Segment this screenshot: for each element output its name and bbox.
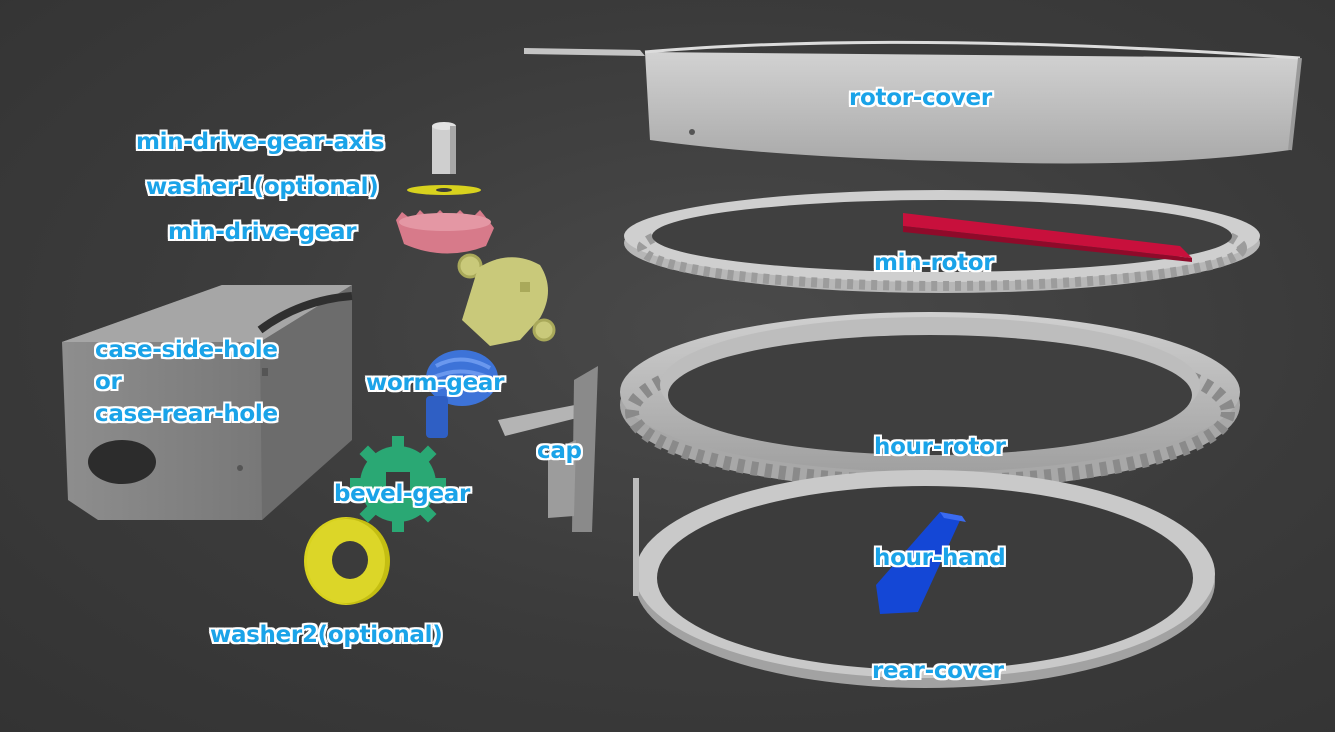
- washer1-label: washer1(optional): [146, 174, 379, 200]
- worm-gear-part: [426, 350, 498, 438]
- case-label-line-3: case-rear-hole: [95, 401, 278, 427]
- motor-part: [457, 253, 556, 346]
- bevel-gear-part: [350, 436, 446, 532]
- worm-gear-label: worm-gear: [366, 370, 505, 396]
- min-rotor-part: [624, 190, 1260, 293]
- min-rotor-label: min-rotor: [874, 250, 995, 276]
- washer2-label: washer2(optional): [210, 622, 443, 648]
- hour-rotor-label: hour-rotor: [874, 434, 1006, 460]
- rotor-cover-label: rotor-cover: [849, 85, 992, 111]
- case-label-line-2: or: [95, 369, 122, 395]
- hour-hand-label: hour-hand: [874, 545, 1006, 571]
- hour-rotor-part: [620, 312, 1240, 490]
- min-drive-gear-part: [396, 210, 494, 254]
- min-drive-gear-axis-label: min-drive-gear-axis: [136, 129, 385, 155]
- cap-part: [498, 366, 598, 532]
- washer1-part: [407, 185, 481, 195]
- bevel-gear-label: bevel-gear: [334, 481, 471, 507]
- case-label: case-side-hole or case-rear-hole: [95, 334, 278, 430]
- washer2-part: [304, 517, 390, 605]
- rotor-cover-part: [524, 40, 1302, 164]
- cap-label: cap: [537, 438, 582, 464]
- min-drive-gear-axis-part: [432, 122, 456, 174]
- case-part: [62, 285, 353, 520]
- rear-cover-label: rear-cover: [872, 658, 1004, 684]
- case-label-line-1: case-side-hole: [95, 337, 278, 363]
- hour-hand-part: [876, 512, 966, 614]
- min-drive-gear-label: min-drive-gear: [168, 219, 357, 245]
